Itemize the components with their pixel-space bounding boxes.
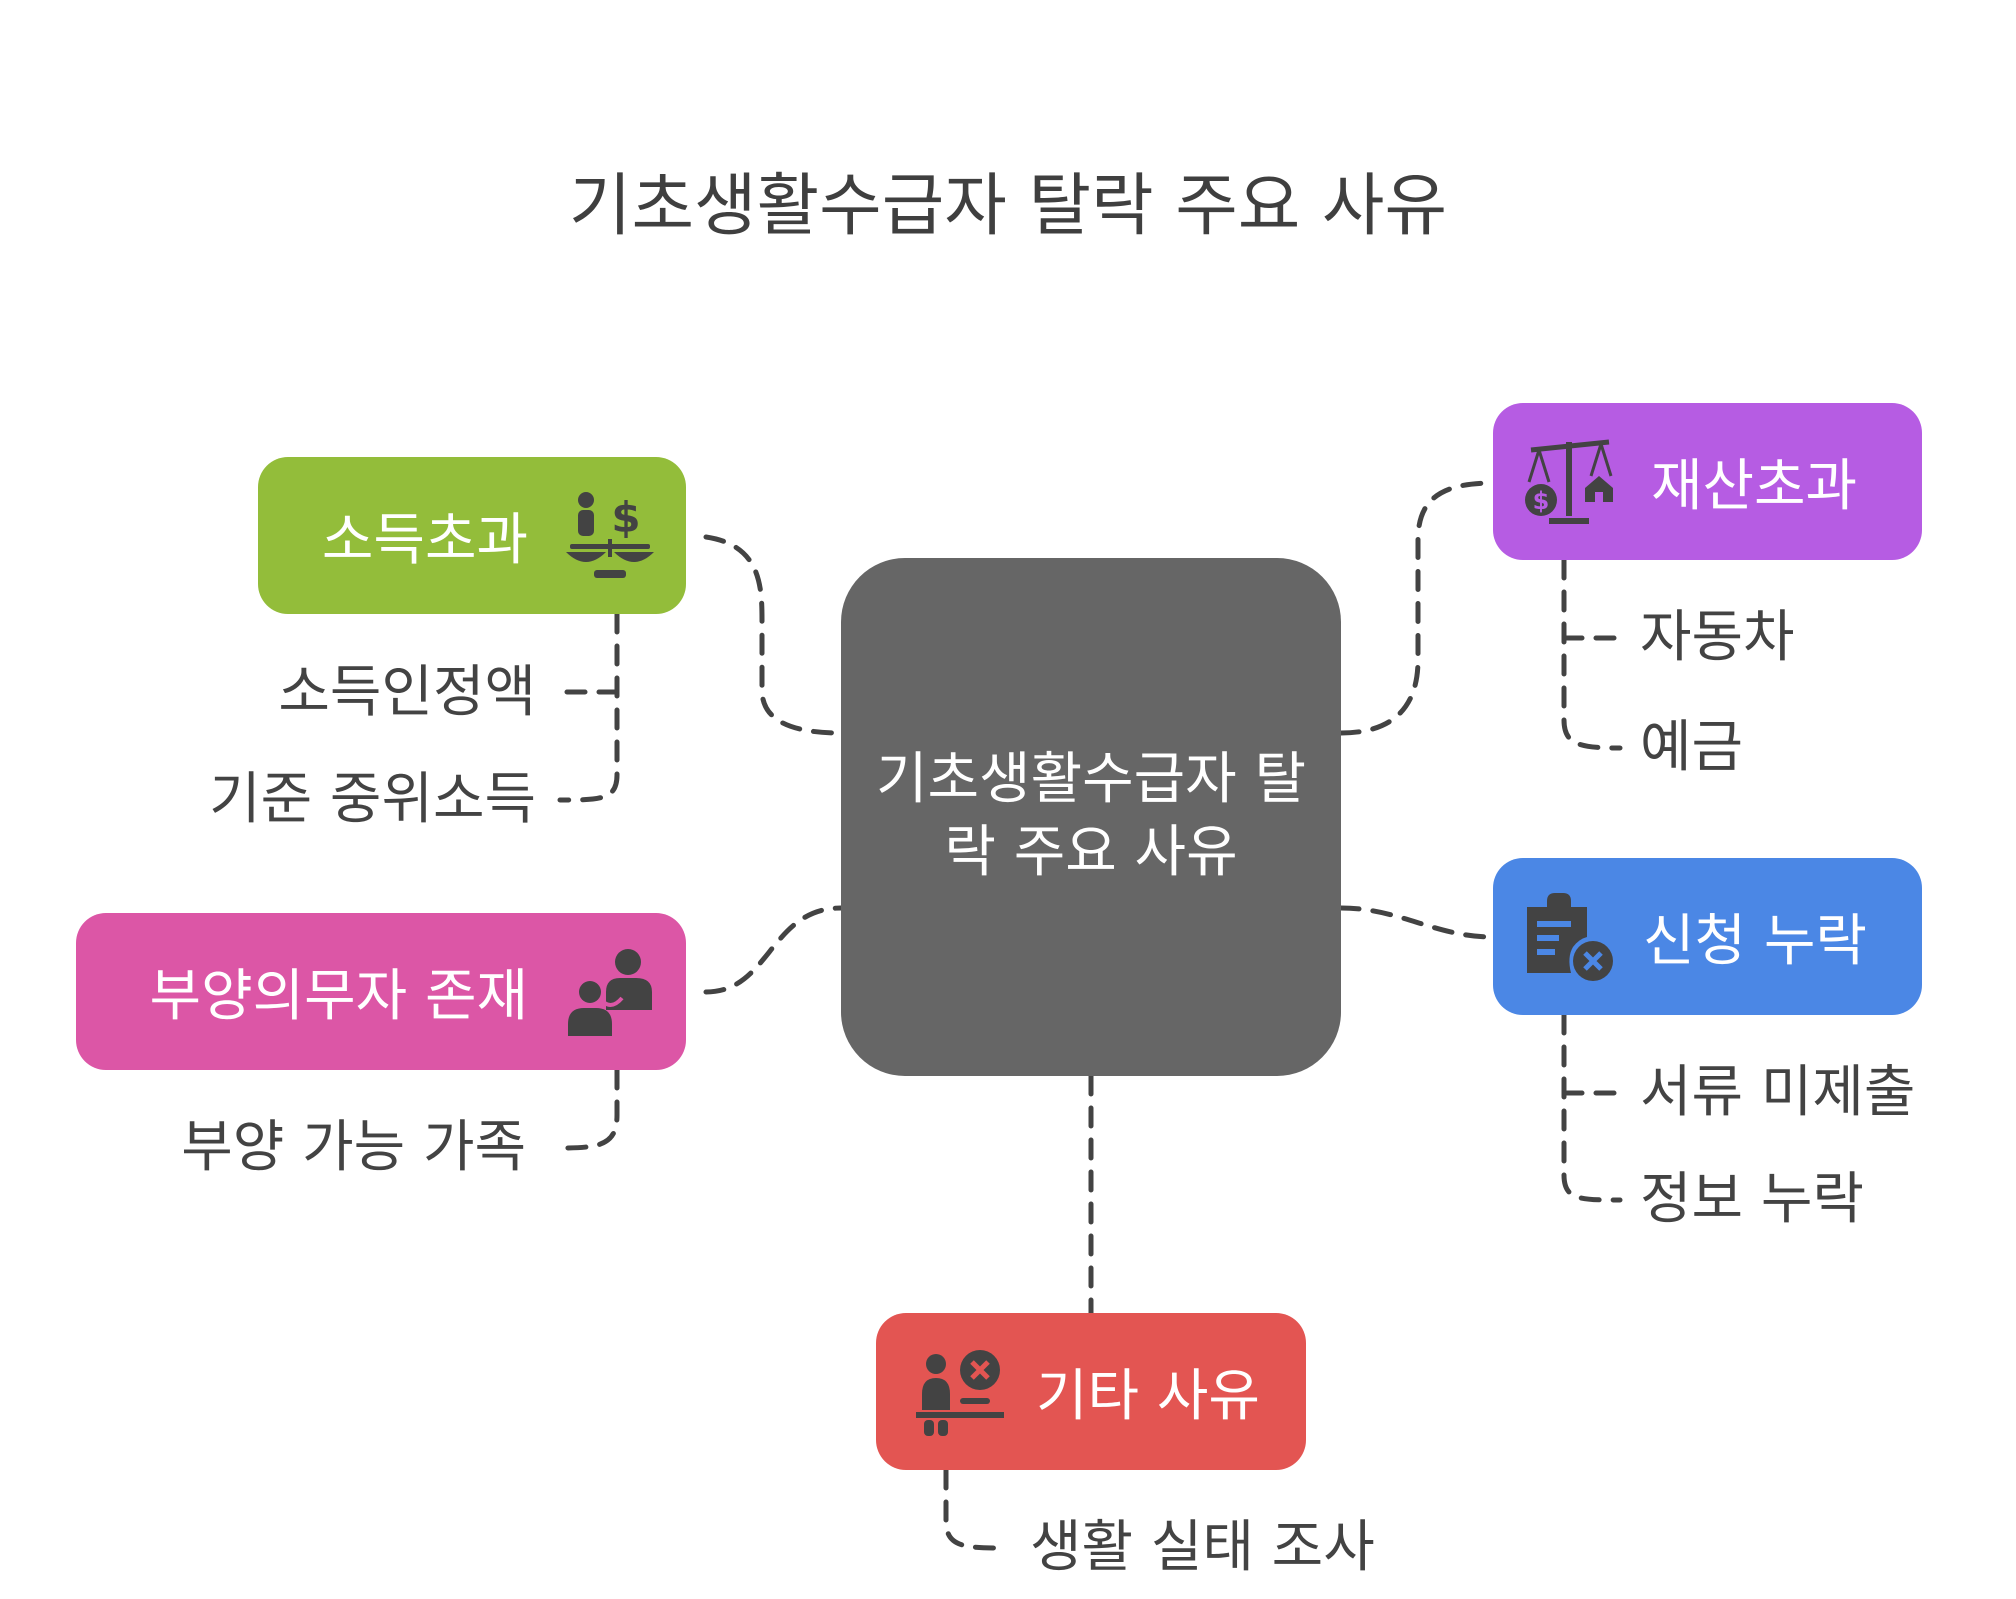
diagram-title: 기초생활수급자 탈락 주요 사유 — [568, 167, 1448, 246]
family-support-icon — [564, 946, 656, 1038]
sub-income-median: 기준 중위소득 — [209, 767, 536, 832]
node-application-omission: 신청 누락 — [1493, 858, 1922, 1015]
node-etc-label: 기타 사유 — [1036, 1364, 1260, 1429]
connector-asset-sub — [1561, 557, 1623, 751]
sub-omit-info: 정보 누락 — [1640, 1167, 1864, 1232]
connector-income-sub — [557, 611, 620, 803]
node-support-obligor: 부양의무자 존재 — [76, 913, 686, 1070]
node-asset-excess: $ 재산초과 — [1493, 403, 1922, 560]
sub-asset-car: 자동차 — [1640, 605, 1795, 670]
sub-asset-deposit: 예금 — [1640, 715, 1744, 780]
node-omit-label: 신청 누락 — [1643, 909, 1867, 974]
node-income-label: 소득초과 — [321, 508, 528, 573]
sub-omit-documents: 서류 미제출 — [1640, 1060, 1916, 1125]
node-income-excess: 소득초과 $ — [258, 457, 686, 614]
svg-text:$: $ — [611, 493, 640, 542]
clipboard-x-icon — [1523, 891, 1615, 983]
connector-omit — [1338, 905, 1496, 940]
connector-support — [703, 905, 844, 995]
connector-asset — [1338, 480, 1496, 736]
connector-omit-sub — [1561, 1012, 1623, 1203]
node-asset-label: 재산초과 — [1651, 454, 1858, 519]
sub-income-deemed-amount: 소득인정액 — [278, 660, 536, 725]
center-node: 기초생활수급자 탈락 주요 사유 — [841, 558, 1341, 1076]
balance-person-dollar-icon: $ — [564, 490, 656, 582]
person-x-icon — [914, 1346, 1006, 1438]
sub-etc-survey: 생활 실태 조사 — [1030, 1515, 1375, 1580]
connector-support-sub — [557, 1067, 620, 1151]
node-other-reasons: 기타 사유 — [876, 1313, 1306, 1470]
connector-income — [703, 534, 844, 736]
connector-etc-sub — [943, 1467, 1003, 1551]
svg-text:$: $ — [1533, 487, 1550, 515]
sub-support-family: 부양 가능 가족 — [181, 1115, 526, 1180]
scale-money-house-icon: $ — [1523, 436, 1615, 528]
node-support-label: 부양의무자 존재 — [149, 964, 528, 1029]
